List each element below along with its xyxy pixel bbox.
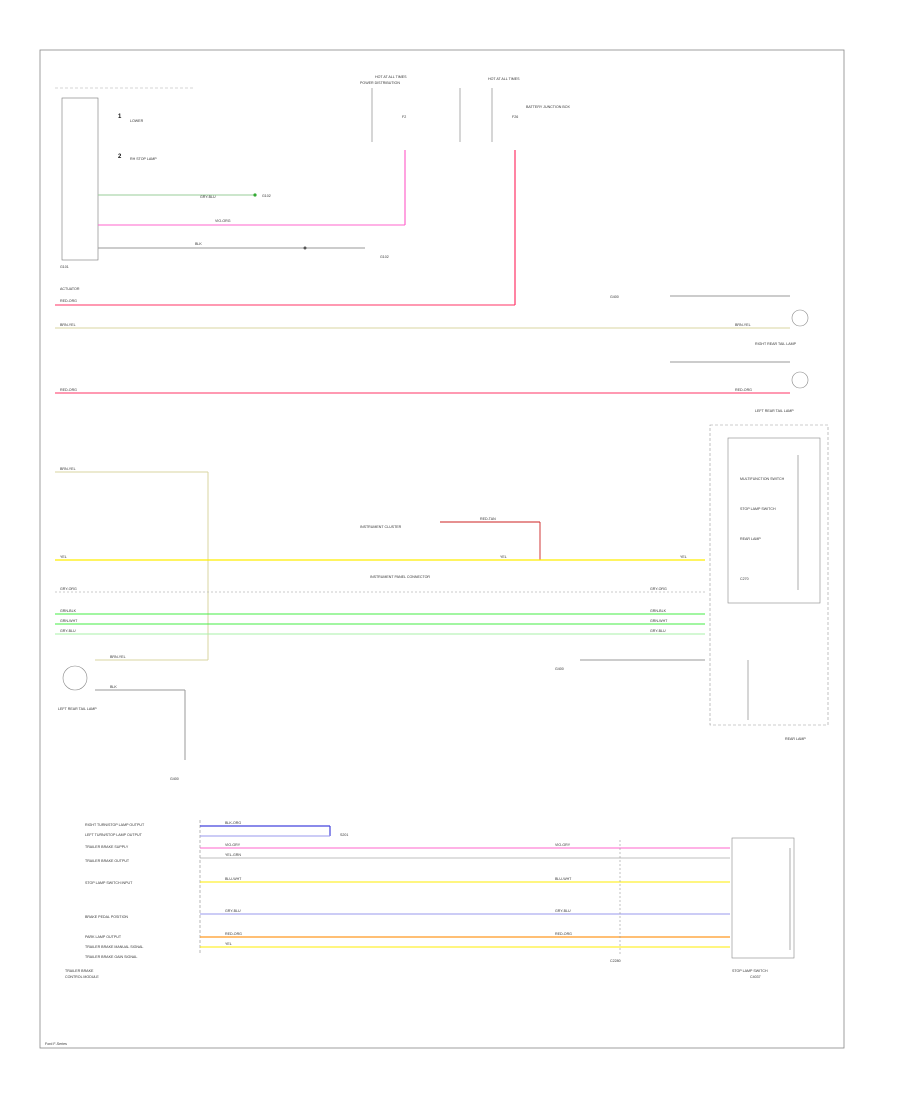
diagram-frame: [39, 49, 845, 1049]
label-grn-blk-1: GRN-BLK: [60, 609, 77, 613]
module-pin-4: TRAILER BRAKE OUTPUT: [85, 859, 130, 863]
middle-left-wires: BRN-YEL: [55, 467, 209, 660]
bottom-switch-label: STOP LAMP SWITCH: [732, 969, 768, 973]
label-brn-yel-4: BRN-YEL: [110, 655, 126, 659]
left-comp-ground: G101: [60, 265, 69, 269]
module-pin-1: RIGHT TURN/STOP LAMP OUTPUT: [85, 823, 145, 827]
rear-lamp-label: REAR LAMP: [785, 737, 806, 741]
module-pin-6: BRAKE PEDAL POSITION: [85, 915, 128, 919]
label-vio-gry: VIO-GRY: [225, 843, 241, 847]
bottom-switch-conn: C4037: [750, 975, 761, 979]
center-stack-label: INSTRUMENT PANEL CONNECTOR: [370, 575, 430, 579]
label-blk-b: BLK: [110, 685, 117, 689]
label-gry-blu-3: GRY-BLU: [225, 909, 241, 913]
left-lamp-bulb-icon: [791, 371, 809, 389]
g400-label: G400: [170, 777, 179, 781]
module-pin-5: STOP LAMP SWITCH INPUT: [85, 881, 133, 885]
label-ground-right: G400: [610, 295, 619, 299]
left-comp-label-1: LOWER: [130, 119, 144, 123]
label-blu-wht: BLU-WHT: [225, 877, 242, 881]
label-org-2: RED-ORG: [555, 932, 572, 936]
right-lower-ground: G400: [555, 667, 564, 671]
label-grn-wht-1: GRN-WHT: [60, 619, 78, 623]
label-gbl-a: GRY-BLU: [200, 195, 216, 199]
label-grn-blk-2: GRN-BLK: [650, 609, 667, 613]
top-left-component: 1 2 LOWER RH STOP LAMP G101 ACTUATOR: [55, 87, 195, 291]
battery-junction-label: BATTERY JUNCTION BOX: [526, 105, 571, 109]
top-left-wires: G102 GRY-BLU VIO-ORG BLK G102: [98, 150, 406, 259]
instrument-cluster-link: INSTRUMENT CLUSTER RED-TAN INSTRUMENT PA…: [360, 517, 541, 579]
label-red-org-3: RED-ORG: [735, 388, 752, 392]
label-brn-yel-1: BRN-YEL: [60, 323, 76, 327]
label-red-tan: RED-TAN: [480, 517, 496, 521]
lower-lamp-label: LEFT REAR TAIL LAMP: [58, 707, 97, 711]
label-gry-blu-4: GRY-BLU: [555, 909, 571, 913]
label-gry-org-2: GRY-ORG: [650, 587, 667, 591]
label-vio-gry-2: VIO-GRY: [555, 843, 571, 847]
switch-label-4: C270: [740, 577, 749, 581]
label-c2280: C2280: [610, 959, 621, 963]
label-yel-4: YEL: [225, 942, 232, 946]
left-comp-caption: ACTUATOR: [60, 287, 80, 291]
label-yel-2: YEL: [500, 555, 507, 559]
label-blu-wht-2: BLU-WHT: [555, 877, 572, 881]
label-org: RED-ORG: [225, 932, 242, 936]
label-gry-blu-2: GRY-BLU: [650, 629, 666, 633]
left-comp-label-2: RH STOP LAMP: [130, 157, 157, 161]
label-grn-wht-2: GRN-WHT: [650, 619, 668, 623]
label-red-org-2: RED-ORG: [60, 388, 77, 392]
label-brn-yel-2: BRN-YEL: [735, 323, 751, 327]
switch-label-1: MULTIFUNCTION SWITCH: [740, 477, 785, 481]
label-blk-a: BLK: [195, 242, 202, 246]
multifunction-switch: MULTIFUNCTION SWITCH STOP LAMP SWITCH RE…: [709, 424, 829, 741]
fuse-b-label: F26: [512, 115, 518, 119]
left-lower-lamp: BRN-YEL BLK LEFT REAR TAIL LAMP G400: [58, 655, 208, 781]
label-s201: S201: [340, 833, 348, 837]
instrument-cluster-label: INSTRUMENT CLUSTER: [360, 525, 402, 529]
bottom-right-switch: STOP LAMP SWITCH C4037: [731, 837, 795, 979]
left-lamp-group: RED-ORG RED-ORG LEFT REAR TAIL LAMP: [55, 361, 809, 413]
label-g102: G102: [380, 255, 389, 259]
module-pin-2: LEFT TURN/STOP LAMP OUTPUT: [85, 833, 143, 837]
module-label-2: CONTROL MODULE: [65, 975, 99, 979]
label-yel-1: YEL: [60, 555, 67, 559]
module-wires: BLK-ORG VIO-GRY YEL-GRN BLU-WHT GRY-BLU …: [200, 821, 730, 963]
label-gry-blu-1: GRY-BLU: [60, 629, 76, 633]
left-stop-lamp-label: LEFT REAR TAIL LAMP: [755, 409, 794, 413]
label-gry-org-1: GRY-ORG: [60, 587, 77, 591]
module-label-1: TRAILER BRAKE: [65, 969, 94, 973]
right-stop-lamp-label: RIGHT REAR TAIL LAMP: [755, 342, 797, 346]
label-yel-grn: YEL-GRN: [225, 853, 241, 857]
module-pin-8: TRAILER BRAKE MANUAL SIGNAL: [85, 945, 143, 949]
fuse-a-label: F2: [402, 115, 406, 119]
fuse-box-title: HOT AT ALL TIMES: [375, 75, 407, 79]
label-vio-org-a: VIO-ORG: [215, 219, 231, 223]
module-pin-9: TRAILER BRAKE GAIN SIGNAL: [85, 955, 137, 959]
lamp-bulb-icon: [62, 665, 88, 691]
fuse-box-top: HOT AT ALL TIMES POWER DISTRIBUTION F2 H…: [360, 75, 571, 305]
module-pin-3: TRAILER BRAKE SUPPLY: [85, 845, 129, 849]
pin-num-2: 2: [118, 154, 122, 160]
footer-code: Ford F-Series: [45, 1042, 67, 1046]
module-pin-7: PARK LAMP OUTPUT: [85, 935, 122, 939]
label-red-org-1: RED-ORG: [60, 299, 77, 303]
right-lamp-bulb-icon: [791, 309, 809, 327]
trailer-brake-module: RIGHT TURN/STOP LAMP OUTPUT LEFT TURN/ST…: [65, 820, 201, 979]
right-lamp-group: BRN-YEL BRN-YEL G400 RIGHT REAR TAIL LAM…: [55, 295, 809, 346]
switch-label-2: STOP LAMP SWITCH: [740, 507, 776, 511]
switch-label-3: REAR LAMP: [740, 537, 761, 541]
gnd-label-a: G102: [262, 194, 271, 198]
pin-num-1: 1: [118, 114, 122, 120]
hot-label: HOT AT ALL TIMES: [488, 77, 520, 81]
label-blk-org: BLK-ORG: [225, 821, 241, 825]
label-yel-3: YEL: [680, 555, 687, 559]
fuse-box-sub: POWER DISTRIBUTION: [360, 81, 400, 85]
right-lower-switch: G400: [555, 659, 705, 671]
label-brn-yel-3: BRN-YEL: [60, 467, 76, 471]
